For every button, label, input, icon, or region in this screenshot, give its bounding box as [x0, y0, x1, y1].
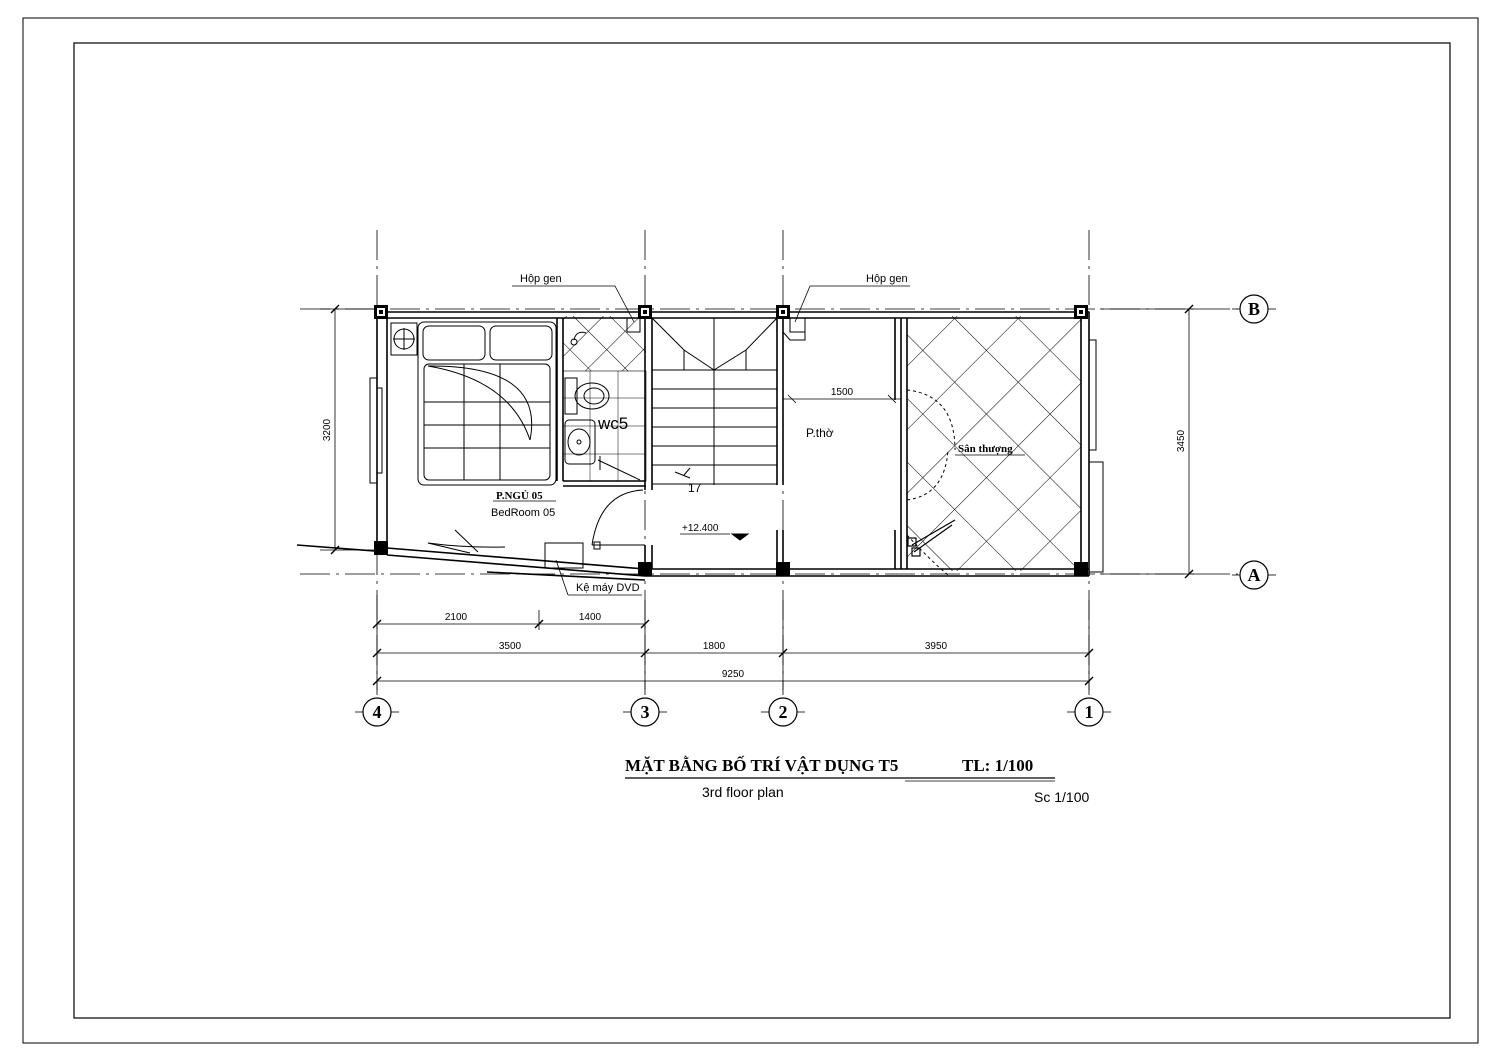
altar-dimension-line: [783, 394, 901, 404]
dim-1800: 1800: [703, 641, 726, 652]
label-wc: wc5: [597, 414, 628, 433]
axis-label-3: 3: [641, 702, 650, 722]
label-terrace: Sân thượng: [958, 443, 1013, 455]
columns-core: [379, 310, 1083, 314]
axis-label-2: 2: [779, 702, 788, 722]
duct-boxes: [626, 318, 806, 341]
dim-2100: 2100: [445, 612, 468, 623]
axis-label-A: A: [1248, 565, 1261, 585]
wc-tiles: [563, 316, 646, 371]
label-duct-right: Hộp gen: [866, 273, 908, 285]
dimension-lines: [320, 308, 1200, 690]
dimension-ticks: [330, 304, 1194, 686]
bed: [417, 321, 557, 486]
dim-3200: 3200: [322, 418, 333, 441]
dim-1500: 1500: [831, 387, 854, 398]
nightstand: [390, 322, 418, 356]
label-stair-count: 17: [688, 481, 702, 495]
plan-title: MẶT BẰNG BỐ TRÍ VẬT DỤNG T5: [625, 755, 898, 775]
axis-bubble-ticks: [355, 308, 1276, 713]
label-altar: P.thờ: [806, 426, 834, 440]
toilet: [564, 377, 610, 415]
dim-9250: 9250: [722, 669, 745, 680]
bedroom-door: [591, 489, 645, 550]
dim-3950: 3950: [925, 641, 948, 652]
sheet-outer-border: [22, 17, 1479, 1044]
shower: [570, 331, 587, 346]
basin: [564, 419, 596, 465]
elevation-mark: [730, 533, 750, 541]
plan-subtitle: 3rd floor plan: [702, 784, 784, 800]
plan-scale-english: Sc 1/100: [1034, 789, 1089, 805]
walls: [296, 311, 1090, 581]
plan-scale-label: TL: 1/100: [962, 756, 1033, 775]
wc-door: [597, 456, 641, 481]
axis-bubbles: [362, 294, 1269, 727]
terrace-tiles: [907, 316, 1081, 571]
label-bedroom-vn: P.NGỦ 05: [496, 490, 543, 502]
dim-3450: 3450: [1176, 429, 1187, 452]
dim-1400: 1400: [579, 612, 602, 623]
label-elevation: +12.400: [682, 523, 719, 534]
terrace-doors: [906, 389, 956, 576]
tv-unit: [427, 529, 584, 569]
axis-label-4: 4: [373, 702, 382, 722]
label-dvd-shelf: Kệ máy DVD: [576, 582, 640, 594]
sheet-inner-border: [73, 42, 1451, 1019]
windows: [369, 339, 1104, 573]
stairs: [651, 317, 778, 485]
axis-label-1: 1: [1085, 702, 1094, 722]
dim-3500: 3500: [499, 641, 522, 652]
leaders: [493, 285, 1025, 596]
label-bedroom-en: BedRoom 05: [491, 507, 555, 519]
axis-label-B: B: [1248, 299, 1260, 319]
label-duct-left: Hộp gen: [520, 273, 562, 285]
terrace-door-leaves: [907, 519, 956, 557]
